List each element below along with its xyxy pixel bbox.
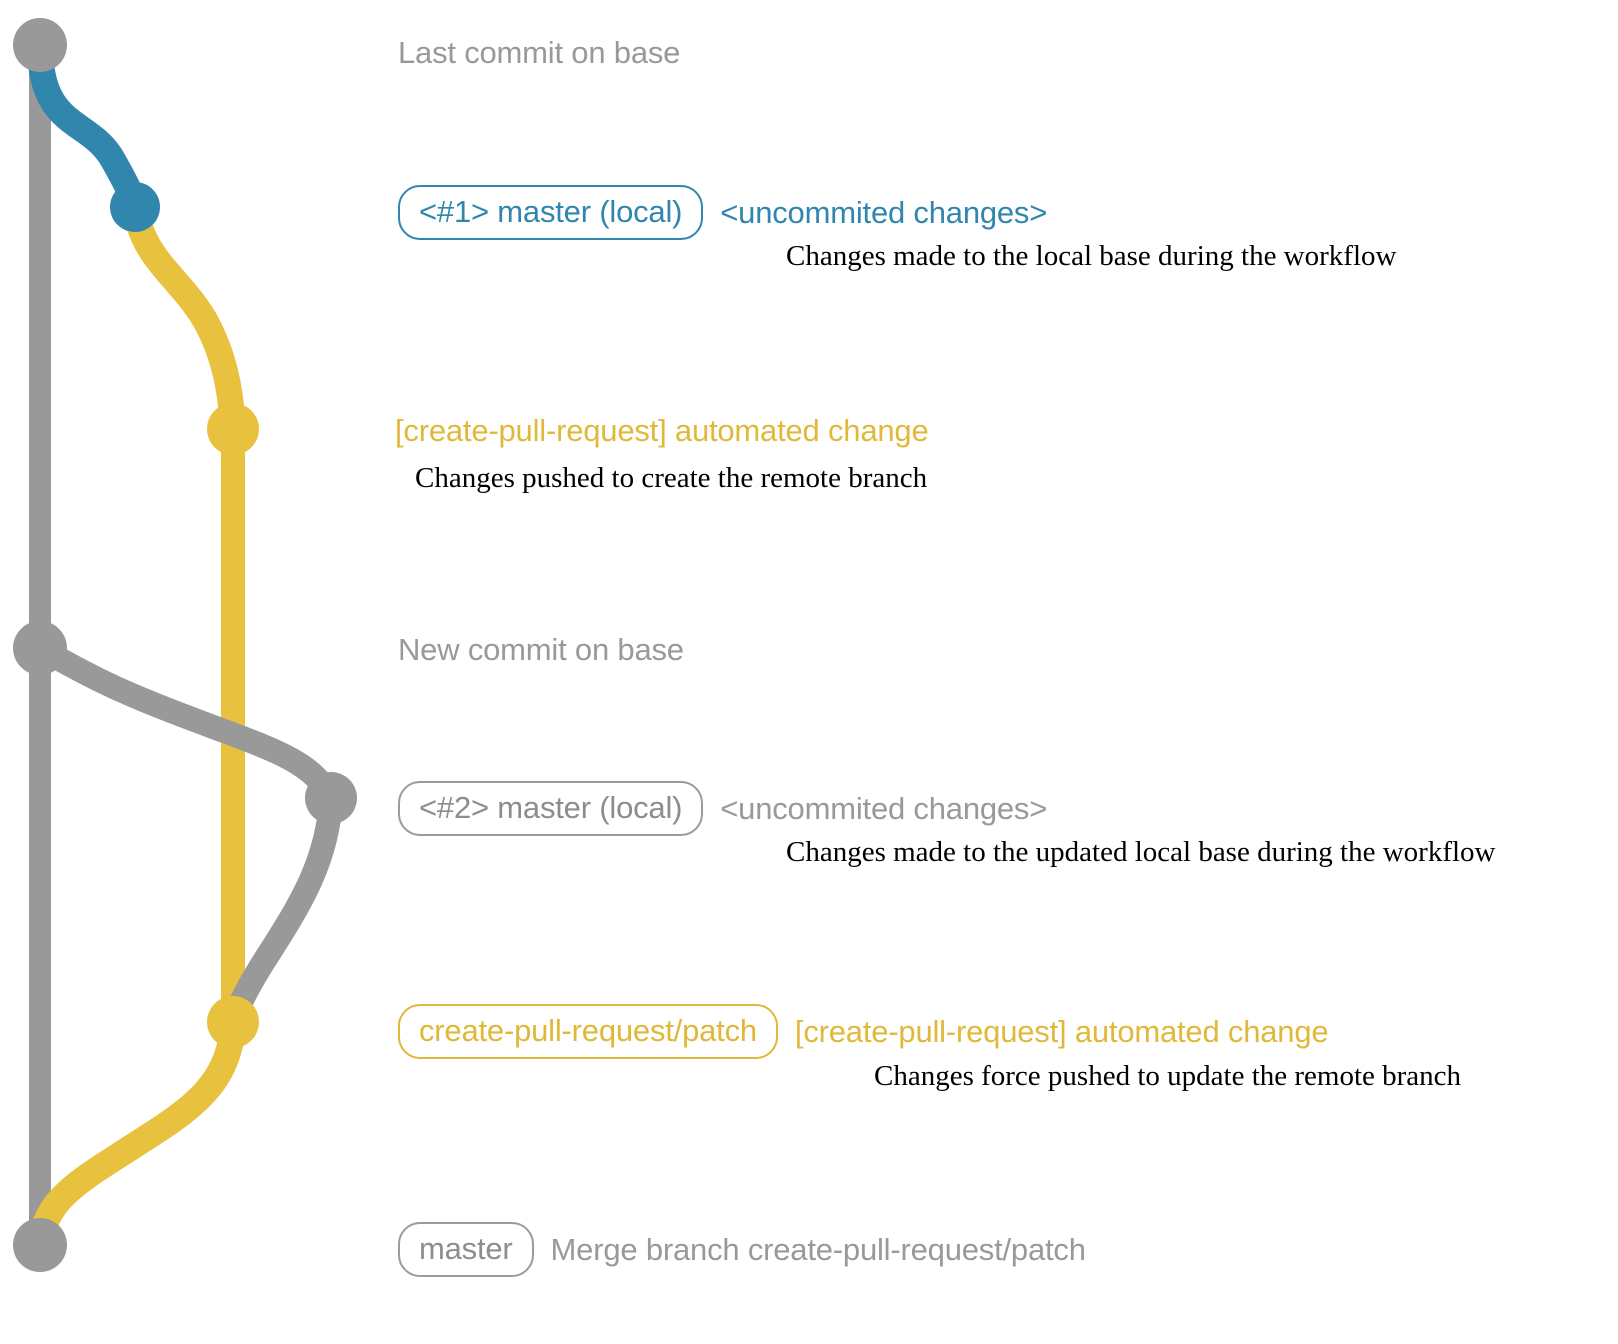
node-base-top — [13, 18, 67, 72]
annotation-automated-change-1: Changes pushed to create the remote bran… — [415, 462, 928, 494]
edge-base-new-to-local-2 — [28, 636, 343, 810]
edge-base-to-local-1 — [27, 32, 148, 220]
commit-row-automated-change-1: [create-pull-request] automated change — [395, 413, 929, 449]
commit-row-automated-change-2: create-pull-request/patch [create-pull-r… — [398, 1004, 1329, 1059]
ref-badge-master-local-1[interactable]: <#1> master (local) — [398, 185, 704, 240]
commit-row-merge-branch: master Merge branch create-pull-request/… — [398, 1222, 1086, 1277]
commit-subject: New commit on base — [398, 632, 684, 667]
node-local-2 — [305, 772, 357, 824]
commit-subject: [create-pull-request] automated change — [794, 1013, 1329, 1049]
commit-subject: [create-pull-request] automated change — [395, 413, 929, 448]
commit-subject: Last commit on base — [398, 35, 681, 70]
edge-local-1-to-patch-1 — [122, 194, 246, 442]
ref-badge-master[interactable]: master — [398, 1222, 534, 1277]
commit-row-master-local-1: <#1> master (local) <uncommited changes> — [398, 185, 1047, 240]
annotation-master-local-2: Changes made to the updated local base d… — [786, 836, 1496, 868]
node-base-new — [13, 621, 67, 675]
annotation-master-local-1: Changes made to the local base during th… — [786, 240, 1397, 272]
ref-badge-master-local-2[interactable]: <#2> master (local) — [398, 781, 704, 836]
node-patch-2 — [207, 996, 259, 1048]
node-merge — [13, 1218, 67, 1272]
node-local-1 — [110, 182, 160, 232]
commit-subject: <uncommited changes> — [720, 790, 1048, 826]
edge-local-2-to-patch-2 — [221, 786, 343, 1034]
commit-row-last-commit-on-base: Last commit on base — [398, 35, 680, 71]
edge-patch-2-to-merge — [27, 1009, 246, 1258]
node-patch-1 — [207, 403, 259, 455]
commit-subject: Merge branch create-pull-request/patch — [550, 1231, 1086, 1267]
annotation-automated-change-2: Changes force pushed to update the remot… — [874, 1060, 1462, 1092]
commit-row-master-local-2: <#2> master (local) <uncommited changes> — [398, 781, 1047, 836]
ref-badge-create-pull-request-patch[interactable]: create-pull-request/patch — [398, 1004, 778, 1059]
commit-row-new-commit-on-base: New commit on base — [398, 632, 684, 668]
commit-subject: <uncommited changes> — [720, 194, 1048, 230]
